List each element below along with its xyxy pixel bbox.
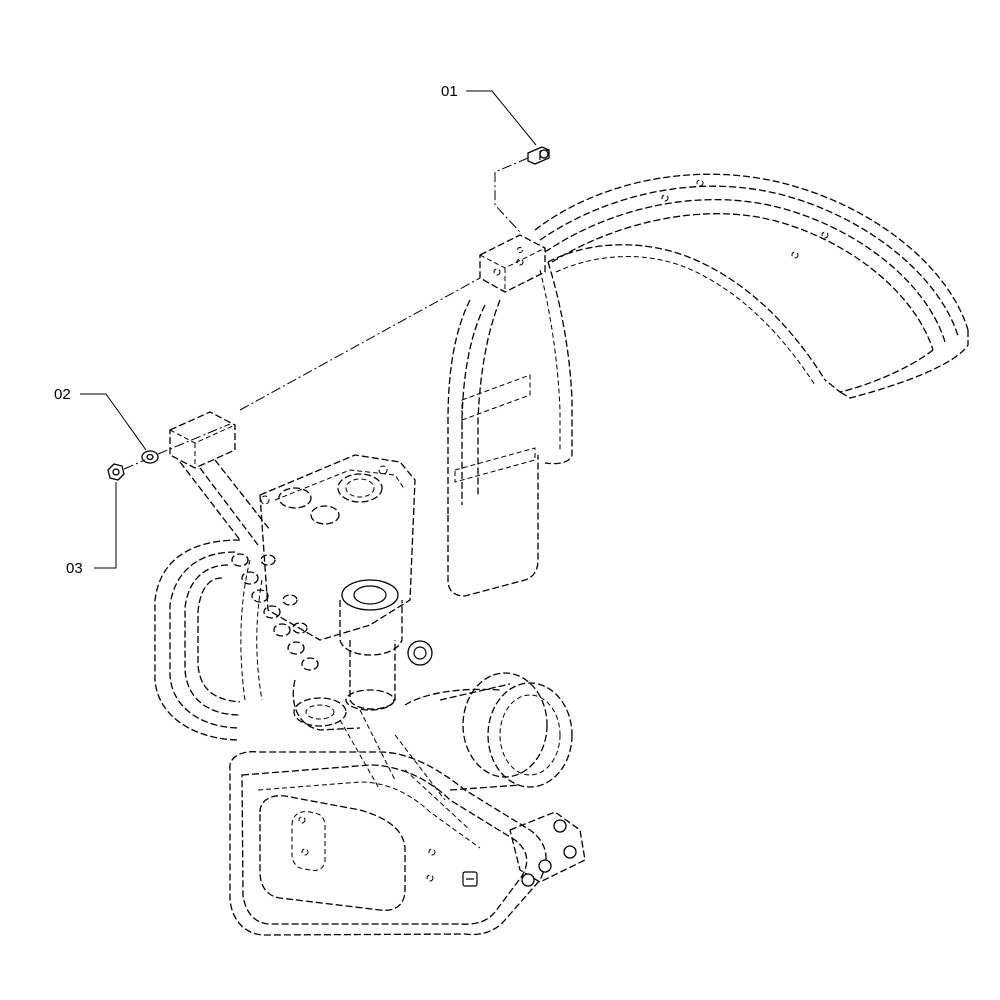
bolt-part bbox=[527, 146, 550, 165]
callout-02: 02 bbox=[54, 386, 147, 451]
callout-label: 01 bbox=[441, 83, 458, 100]
assembly-centerline-bolt bbox=[494, 157, 529, 233]
callout-label: 03 bbox=[66, 560, 83, 577]
callout-label: 02 bbox=[54, 386, 71, 403]
washer-part bbox=[141, 450, 159, 464]
hydraulic-fittings bbox=[231, 553, 319, 671]
callout-03: 03 bbox=[66, 482, 117, 577]
fender-assembly bbox=[447, 173, 969, 597]
axle-housing-assembly bbox=[154, 411, 586, 936]
assembly-centerline-nut bbox=[123, 277, 481, 470]
callout-01: 01 bbox=[441, 83, 537, 146]
nut-part bbox=[107, 463, 125, 481]
